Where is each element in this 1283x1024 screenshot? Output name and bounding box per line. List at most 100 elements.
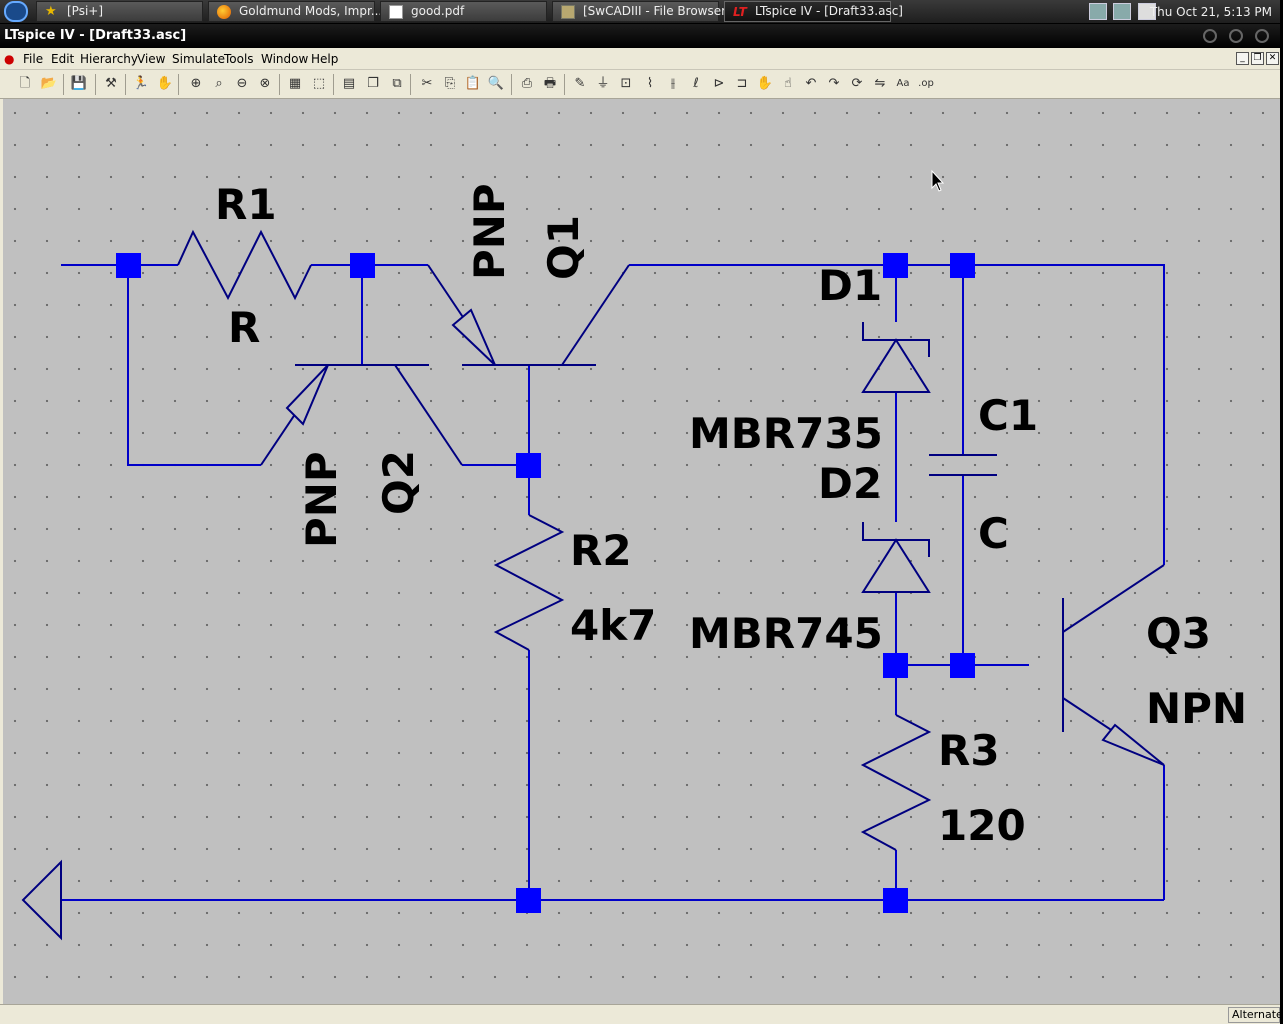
autorange-icon[interactable]: ▦ bbox=[288, 76, 302, 91]
paste-icon[interactable]: 📋 bbox=[464, 76, 482, 91]
menu-file[interactable]: File bbox=[23, 52, 44, 66]
menu-window[interactable]: Window bbox=[261, 52, 309, 66]
clock[interactable]: Thu Oct 21, 5:13 PM bbox=[1149, 5, 1272, 19]
label-r1-value: R bbox=[228, 303, 260, 352]
maximize-icon[interactable] bbox=[1229, 29, 1243, 43]
menu-tools[interactable]: Tools bbox=[224, 52, 254, 66]
ltspice-icon: LT bbox=[733, 5, 747, 19]
label-q3-model: NPN bbox=[1146, 684, 1247, 733]
label-net-icon[interactable]: ⊡ bbox=[620, 76, 632, 91]
mdi-close-icon[interactable]: ✕ bbox=[1266, 52, 1279, 65]
mdi-minimize-icon[interactable]: _ bbox=[1236, 52, 1249, 65]
zoom-cancel-icon[interactable]: ⊗ bbox=[259, 76, 271, 91]
close-icon[interactable] bbox=[1255, 29, 1269, 43]
open-icon[interactable]: 📂 bbox=[40, 76, 58, 91]
task-label: [Psi+] bbox=[67, 4, 104, 18]
minimize-icon[interactable] bbox=[1203, 29, 1217, 43]
text-icon[interactable]: Aa bbox=[896, 78, 910, 89]
task-label: LTspice IV - [Draft33.asc] bbox=[755, 4, 903, 18]
menu-simulate[interactable]: Simulate bbox=[172, 52, 226, 66]
task-psi[interactable]: ★ [Psi+] bbox=[36, 1, 203, 22]
ground-icon[interactable]: ⏚ bbox=[596, 76, 610, 91]
tile-icon[interactable]: ▤ bbox=[342, 76, 356, 91]
zoom-in-icon[interactable]: ⊕ bbox=[190, 76, 202, 91]
print-icon[interactable]: 🖶 bbox=[543, 76, 557, 91]
label-r2-name: R2 bbox=[570, 526, 632, 575]
wire-icon[interactable]: ✎ bbox=[574, 76, 586, 91]
document-icon bbox=[389, 5, 403, 19]
find-icon[interactable]: 🔍 bbox=[487, 76, 505, 91]
capacitor-icon[interactable]: ⫲ bbox=[670, 76, 676, 91]
label-d1-name: D1 bbox=[818, 261, 882, 310]
components[interactable] bbox=[21, 229, 1165, 941]
cut-icon[interactable]: ✂ bbox=[421, 76, 433, 91]
component-icon[interactable]: ⊐ bbox=[736, 76, 748, 91]
tray-mail-icon[interactable] bbox=[1089, 3, 1107, 20]
run-icon[interactable]: 🏃 bbox=[132, 76, 150, 91]
task-pdf[interactable]: good.pdf bbox=[380, 1, 547, 22]
toolbar-separator bbox=[410, 74, 411, 95]
tray-network-icon[interactable] bbox=[1113, 3, 1131, 20]
taskbar: ★ [Psi+] Goldmund Mods, Impr... good.pdf… bbox=[0, 0, 1280, 24]
undo-icon[interactable]: ↶ bbox=[805, 76, 817, 91]
spice-directive-icon[interactable]: .op bbox=[918, 78, 934, 89]
label-d2-model: MBR745 bbox=[689, 609, 883, 658]
print-preview-icon[interactable]: ⎙ bbox=[521, 76, 533, 91]
window-title-bar[interactable]: LTspice IV - [Draft33.asc] bbox=[0, 24, 1280, 48]
label-c1-name: C1 bbox=[978, 391, 1038, 440]
new-schematic-icon[interactable]: 🗋 bbox=[19, 76, 31, 91]
mark-icon[interactable]: ⬚ bbox=[312, 76, 326, 91]
toolbar-separator bbox=[178, 74, 179, 95]
pan-icon[interactable]: ✋ bbox=[156, 76, 174, 91]
resistor-icon[interactable]: ⌇ bbox=[646, 76, 654, 91]
junctions bbox=[116, 253, 975, 913]
zoom-full-icon[interactable]: ⌕ bbox=[215, 76, 223, 91]
menu-view[interactable]: View bbox=[137, 52, 166, 66]
start-menu-icon[interactable] bbox=[4, 1, 28, 22]
window-title: LTspice IV - [Draft33.asc] bbox=[4, 28, 187, 43]
label-q1-name: Q1 bbox=[539, 215, 588, 280]
task-file-browser[interactable]: [SwCADIII - File Browser] bbox=[552, 1, 731, 22]
status-mode: Alternate bbox=[1228, 1007, 1283, 1023]
move-icon[interactable]: ✋ bbox=[756, 76, 774, 91]
label-r2-value: 4k7 bbox=[570, 601, 656, 650]
drag-icon[interactable]: ☝ bbox=[784, 76, 792, 91]
close-windows-icon[interactable]: ⧉ bbox=[392, 76, 402, 91]
label-r3-value: 120 bbox=[938, 801, 1026, 850]
cascade-icon[interactable]: ❐ bbox=[367, 76, 379, 91]
control-panel-icon[interactable]: ⚒ bbox=[105, 76, 117, 91]
task-ltspice[interactable]: LT LTspice IV - [Draft33.asc] bbox=[724, 1, 903, 22]
schematic-canvas[interactable]: R1 R PNP Q1 PNP Q2 R2 4k7 D1 MBR735 D2 M… bbox=[0, 99, 1280, 1004]
diode-icon[interactable]: ⊳ bbox=[713, 76, 725, 91]
schematic-svg: R1 R PNP Q1 PNP Q2 R2 4k7 D1 MBR735 D2 M… bbox=[21, 169, 1247, 941]
tray-clipboard-icon[interactable] bbox=[1138, 3, 1156, 20]
status-bar: Alternate bbox=[0, 1004, 1283, 1024]
label-r3-name: R3 bbox=[938, 726, 1000, 775]
toolbar-separator bbox=[511, 74, 512, 95]
mouse-cursor-icon bbox=[931, 169, 945, 192]
wires[interactable] bbox=[61, 264, 1165, 901]
rotate-icon[interactable]: ⟳ bbox=[851, 76, 863, 91]
task-firefox[interactable]: Goldmund Mods, Impr... bbox=[208, 1, 382, 22]
label-c1-value: C bbox=[978, 509, 1009, 558]
redo-icon[interactable]: ↷ bbox=[828, 76, 840, 91]
mirror-icon[interactable]: ⇋ bbox=[874, 76, 886, 91]
inductor-icon[interactable]: ℓ bbox=[693, 76, 699, 91]
app-menu-icon[interactable]: ● bbox=[4, 52, 15, 66]
zoom-out-icon[interactable]: ⊖ bbox=[236, 76, 248, 91]
toolbar-separator bbox=[63, 74, 64, 95]
label-r1-name: R1 bbox=[215, 180, 277, 229]
menu-edit[interactable]: Edit bbox=[51, 52, 75, 66]
menu-help[interactable]: Help bbox=[311, 52, 339, 66]
star-icon: ★ bbox=[45, 4, 57, 19]
task-label: Goldmund Mods, Impr... bbox=[239, 4, 383, 18]
resistor-r2 bbox=[493, 514, 565, 651]
label-d2-name: D2 bbox=[818, 459, 882, 508]
toolbar-separator bbox=[564, 74, 565, 95]
mdi-restore-icon[interactable]: ❐ bbox=[1251, 52, 1264, 65]
save-icon[interactable]: 💾 bbox=[70, 76, 88, 91]
label-q2-model: PNP bbox=[297, 451, 346, 548]
component-labels[interactable]: R1 R PNP Q1 PNP Q2 R2 4k7 D1 MBR735 D2 M… bbox=[215, 180, 1247, 850]
copy-icon[interactable]: ⎘ bbox=[444, 76, 456, 91]
menu-hierarchy[interactable]: Hierarchy bbox=[80, 52, 139, 66]
